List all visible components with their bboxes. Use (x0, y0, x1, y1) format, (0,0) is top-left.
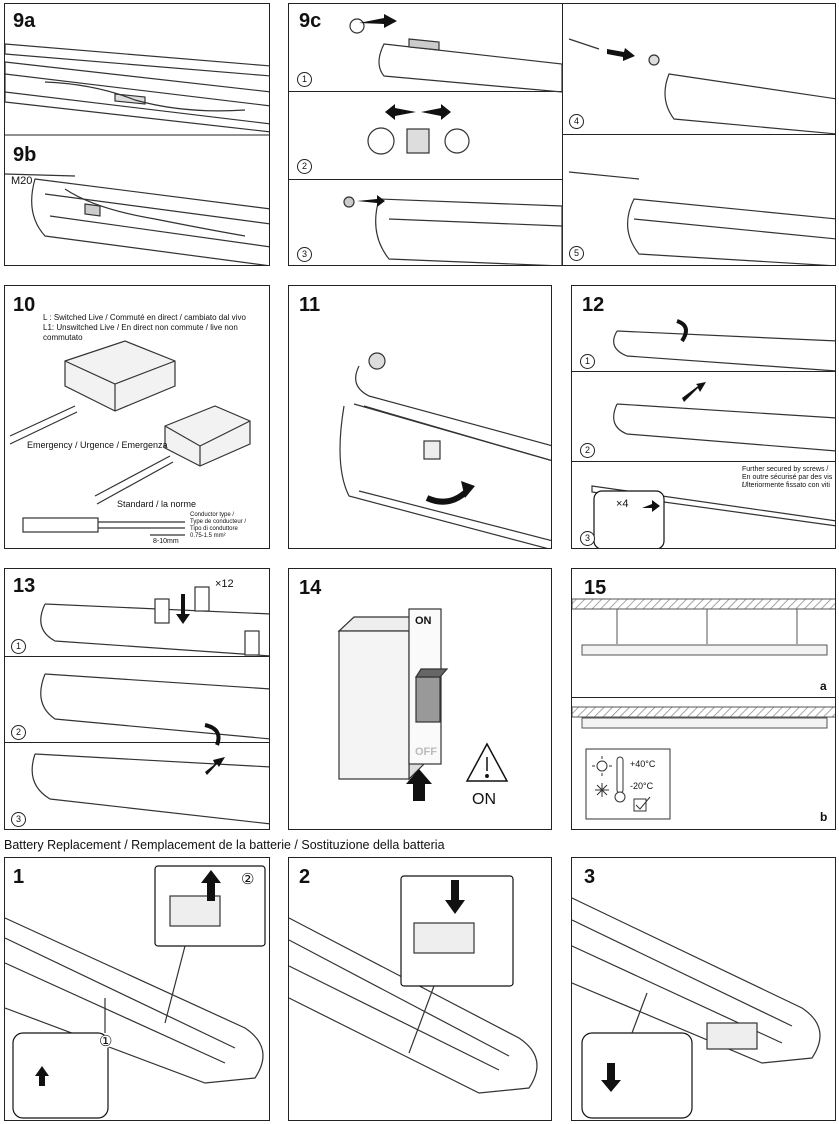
clip-count: ×12 (215, 578, 234, 590)
arrow-icon (176, 594, 190, 624)
legend-switched-live: L : Switched Live / Commuté en direct / … (43, 313, 246, 322)
step-circle-12-3: 3 (580, 531, 595, 546)
rotate-icon (676, 319, 688, 343)
arrow-icon (682, 382, 706, 402)
gland-size-label: M20 (11, 175, 33, 187)
battery-illustration-2 (289, 875, 538, 1094)
switch-off-label: OFF (415, 746, 437, 758)
rotate-icon (425, 481, 475, 505)
step-number-13: 13 (13, 575, 36, 597)
temperature-low: -20°C (630, 781, 654, 791)
step-circle-9c-5: 5 (569, 246, 584, 261)
conductor-type-line-1: Conductor type / (190, 512, 235, 518)
fixture-illustration-9a (5, 43, 269, 265)
conductor-type-line-3: Tipo di conduttore (190, 526, 238, 532)
arrow-icon (421, 104, 451, 120)
panel-13: 13 ×12 1 2 3 (4, 568, 270, 830)
conductor-type-line-4: 0.75-1.5 mm² (190, 533, 226, 539)
battery-step-3: 3 (584, 866, 596, 888)
panel-9a-9b: 9a 9b M20 (4, 3, 270, 266)
terminal-block-illustration (9, 340, 251, 536)
arrow-icon (35, 1066, 49, 1086)
arrow-icon (406, 769, 432, 801)
arrow-icon (601, 1063, 621, 1092)
arrow-icon (357, 195, 385, 207)
fixture-illustration-13 (31, 586, 269, 825)
panel-15: 15 (571, 568, 836, 830)
step-number-14: 14 (299, 577, 322, 599)
battery-1-step-a: ① (99, 1033, 113, 1050)
mount-option-a: a (820, 679, 827, 693)
panel-14: 14 ON OFF ON (288, 568, 552, 830)
step-number-9a: 9a (13, 10, 36, 32)
standard-label: Standard / la norme (117, 499, 197, 509)
step-circle-12-1: 1 (580, 354, 595, 369)
panel-12: 12 1 2 3 ×4 Further secured by screws / … (571, 285, 836, 549)
checkbox-icon (633, 796, 651, 812)
mounting-illustration (572, 598, 835, 820)
fixture-illustration-11 (339, 352, 551, 548)
step-number-11: 11 (299, 294, 321, 316)
screw-note-line-1: Further secured by screws / (742, 466, 829, 473)
gland-removal-illustration (343, 14, 835, 265)
step-circle-13-3: 3 (11, 812, 26, 827)
arrow-icon (607, 48, 635, 61)
step-number-10: 10 (13, 294, 36, 316)
step-circle-13-2: 2 (11, 725, 26, 740)
emergency-label: Emergency / Urgence / Emergenza (27, 440, 168, 450)
arrow-icon (205, 757, 225, 775)
thermometer-icon (614, 756, 626, 803)
legend-unswitched-live: L1: Unswitched Live / En direct non comm… (43, 323, 238, 342)
arrow-icon (359, 14, 397, 28)
battery-illustration-3 (572, 897, 821, 1119)
screw-note-line-2: En outre sécurisé par des vis / (742, 474, 833, 489)
screw-note-line-3: Ulteriormente fissato con viti (742, 482, 830, 489)
step-number-12: 12 (582, 294, 605, 316)
battery-step-1: 1 (13, 866, 25, 888)
arrow-icon (385, 104, 416, 120)
arrow-icon (201, 870, 221, 901)
step-circle-12-2: 2 (580, 443, 595, 458)
step-number-9c: 9c (299, 10, 322, 32)
battery-step-2: 2 (299, 866, 311, 888)
panel-battery-3: 3 (571, 857, 836, 1121)
battery-illustration-1 (5, 865, 266, 1119)
panel-9c: 9c (288, 3, 836, 266)
rotate-icon (204, 723, 221, 746)
warning-on-label: ON (472, 791, 496, 808)
switch-on-label: ON (415, 615, 432, 627)
warning-icon (465, 742, 509, 782)
step-number-15: 15 (584, 577, 607, 599)
step-circle-9c-1: 1 (297, 72, 312, 87)
panel-battery-1: 1 ① ② (4, 857, 270, 1121)
panel-10: 10 L : Switched Live / Commuté en direct… (4, 285, 270, 549)
arrow-icon (445, 880, 465, 914)
mount-option-b: b (820, 810, 828, 824)
panel-battery-2: 2 (288, 857, 552, 1121)
step-circle-9c-2: 2 (297, 159, 312, 174)
battery-replacement-caption: Battery Replacement / Remplacement de la… (4, 838, 445, 852)
arrow-icon (642, 500, 660, 512)
fixture-illustration-12 (591, 319, 835, 548)
step-circle-13-1: 1 (11, 639, 26, 654)
screw-count: ×4 (616, 498, 629, 510)
battery-1-step-b: ② (241, 871, 255, 888)
step-circle-9c-4: 4 (569, 114, 584, 129)
conductor-type-line-2: Type de conducteur / (190, 519, 247, 525)
strip-length-label: 8-10mm (153, 538, 179, 545)
step-number-9b: 9b (13, 144, 37, 166)
snowflake-icon (595, 783, 609, 797)
panel-11: 11 (288, 285, 552, 549)
sun-icon (592, 756, 612, 776)
breaker-illustration (337, 608, 509, 801)
step-circle-9c-3: 3 (297, 247, 312, 262)
temperature-high: +40°C (630, 759, 656, 769)
